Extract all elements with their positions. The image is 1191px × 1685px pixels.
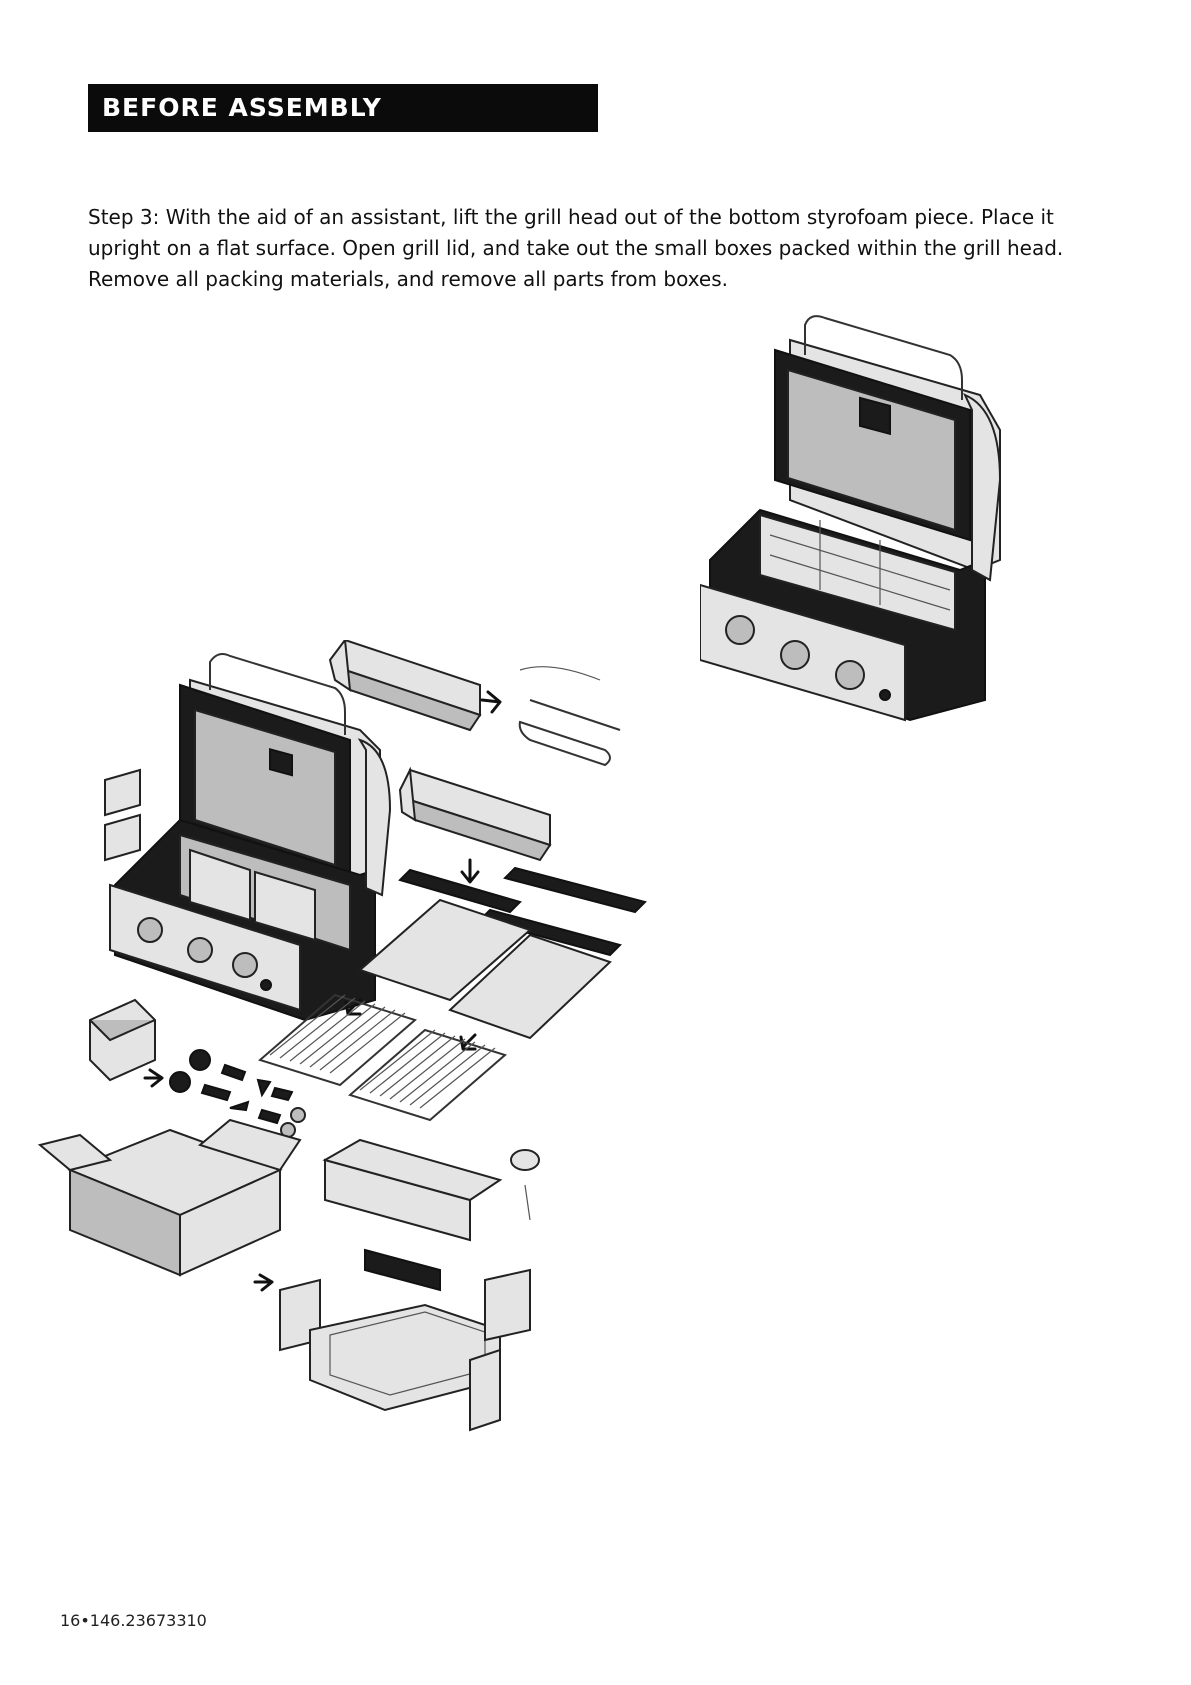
document-code: 16•146.23673310 [60,1611,207,1630]
open-grill-head-icon [109,653,392,1022]
shipping-carton-icon [37,1118,302,1277]
second-box-icon [398,766,552,862]
cooking-grate-icon [257,993,508,1122]
section-title: BEFORE ASSEMBLY [102,93,382,122]
section-header: BEFORE ASSEMBLY [88,84,598,132]
grill-head-unpacked-parts-icon [37,640,647,1432]
grill-head-packed-icon [700,315,1002,722]
small-box-icon [328,640,482,732]
step-instructions: Step 3: With the aid of an assistant, li… [88,205,1064,291]
